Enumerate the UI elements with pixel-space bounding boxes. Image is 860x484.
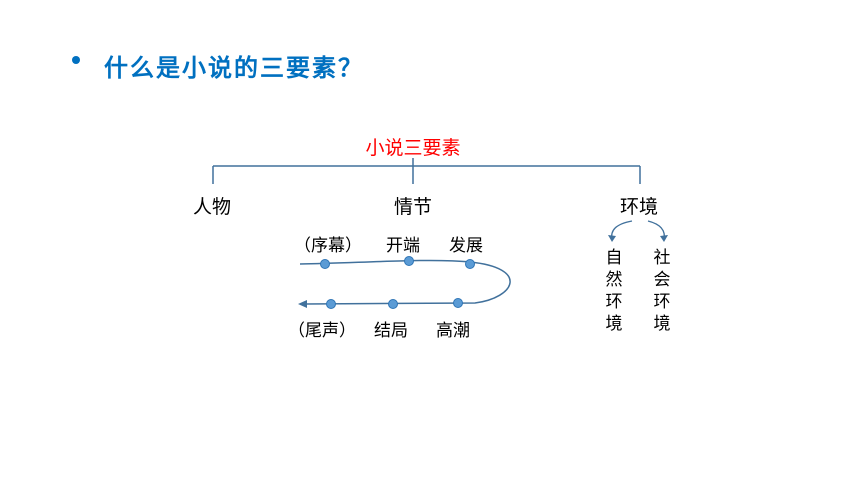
dot-ending (388, 299, 398, 309)
plot-flow-arrowhead (298, 300, 307, 308)
page-title: 什么是小说的三要素？ (104, 54, 364, 82)
stage-beginning: 开端 (386, 236, 420, 256)
plot-flow-curve (299, 259, 511, 305)
arrow-social-head (660, 235, 668, 242)
dot-development (465, 259, 475, 269)
dot-epilogue (326, 299, 336, 309)
env-natural: 自然环境 (605, 248, 623, 334)
stage-development: 发展 (449, 236, 483, 256)
branch-characters: 人物 (193, 196, 232, 218)
dot-beginning (404, 256, 414, 266)
arrow-natural-head (608, 235, 616, 242)
branch-plot: 情节 (394, 196, 433, 218)
stage-ending: 结局 (374, 321, 408, 341)
dot-climax (453, 298, 463, 308)
dot-prologue (320, 259, 330, 269)
stage-epilogue: （尾声） (288, 321, 356, 341)
stage-climax: 高潮 (436, 321, 470, 341)
env-social: 社会环境 (653, 248, 671, 334)
stage-prologue: （序幕） (294, 236, 362, 256)
root-node-label: 小说三要素 (365, 137, 461, 159)
branch-environment: 环境 (620, 196, 659, 218)
bullet-point (72, 56, 80, 64)
